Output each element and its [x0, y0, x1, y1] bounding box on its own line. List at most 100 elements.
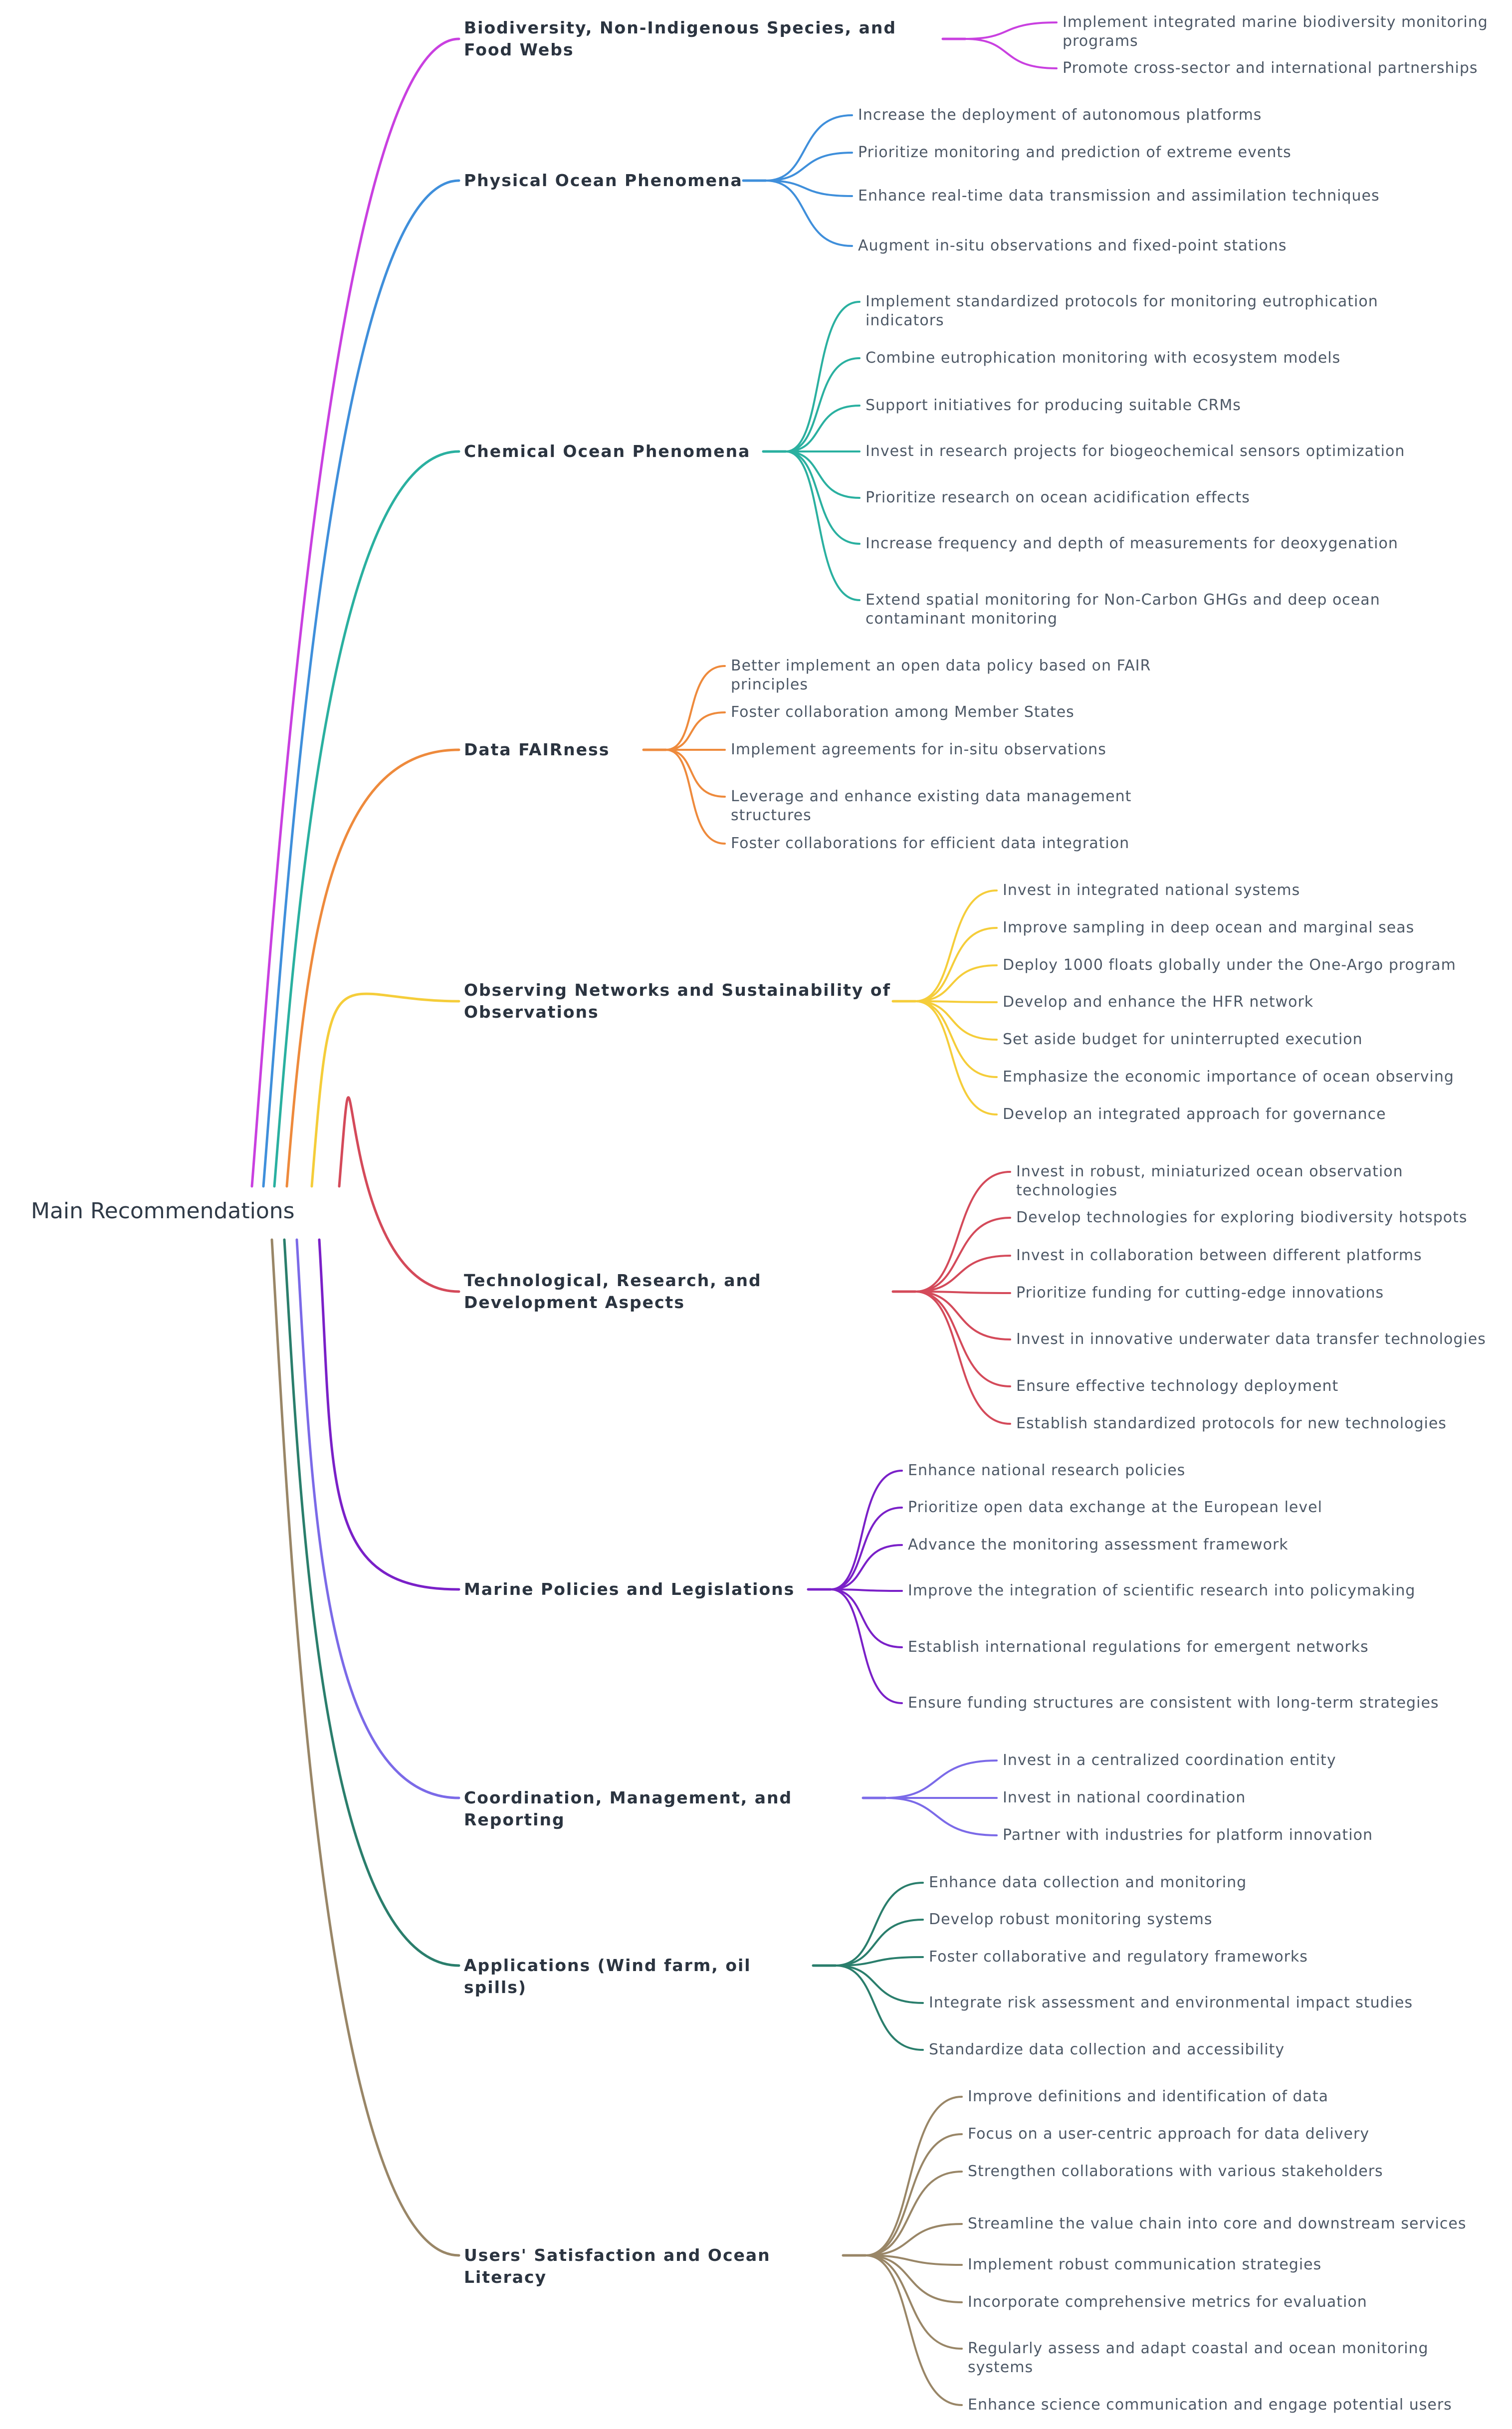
branch-connector [338, 1096, 460, 1293]
leaf-node[interactable]: Enhance data collection and monitoring [929, 1874, 1247, 1891]
leaf-node[interactable]: Develop and enhance the HFR network [1003, 993, 1314, 1011]
leaf-node[interactable]: Partner with industries for platform inn… [1003, 1826, 1373, 1844]
leaf-node[interactable]: Implement integrated marine biodiversity… [1063, 13, 1488, 50]
leaf-node[interactable]: Prioritize research on ocean acidificati… [865, 489, 1250, 506]
leaf-node[interactable]: Establish standardized protocols for new… [1016, 1415, 1447, 1432]
leaf-connector [830, 1544, 903, 1590]
leaf-node[interactable]: Enhance national research policies [908, 1462, 1186, 1479]
leaf-node[interactable]: Implement agreements for in-situ observa… [731, 741, 1106, 758]
leaf-connector [914, 1217, 1011, 1293]
leaf-node[interactable]: Standardize data collection and accessib… [929, 2041, 1285, 2058]
branch-connector [283, 1238, 460, 1967]
leaf-node[interactable]: Augment in-situ observations and fixed-p… [858, 237, 1287, 254]
branch-node[interactable]: Marine Policies and Legislations [464, 1579, 795, 1599]
leaf-connector [785, 450, 861, 545]
leaf-node[interactable]: Ensure funding structures are consistent… [908, 1694, 1439, 1712]
leaf-connector [864, 2254, 963, 2303]
leaf-node[interactable]: Strengthen collaborations with various s… [968, 2163, 1383, 2180]
leaf-node[interactable]: Foster collaboration among Member States [731, 703, 1075, 721]
leaf-node[interactable]: Invest in national coordination [1003, 1789, 1246, 1806]
leaf-node[interactable]: Prioritize funding for cutting-edge inno… [1016, 1284, 1384, 1302]
branch-connector [318, 1238, 460, 1591]
leaf-node[interactable]: Implement robust communication strategie… [968, 2256, 1322, 2273]
leaf-node[interactable]: Improve the integration of scientific re… [908, 1582, 1416, 1599]
leaf-node[interactable]: Incorporate comprehensive metrics for ev… [968, 2293, 1367, 2311]
leaf-node[interactable]: Prioritize monitoring and prediction of … [858, 144, 1292, 161]
leaf-node[interactable]: Foster collaborations for efficient data… [731, 835, 1130, 852]
leaf-node[interactable]: Improve definitions and identification o… [968, 2088, 1328, 2105]
leaf-connector [785, 301, 861, 452]
branch-connector [262, 179, 460, 1188]
leaf-connector [884, 1797, 998, 1836]
leaf-node[interactable]: Streamline the value chain into core and… [968, 2215, 1467, 2232]
leaf-node[interactable]: Invest in collaboration between differen… [1016, 1247, 1422, 1264]
branch-node[interactable]: Physical Ocean Phenomena [464, 171, 743, 190]
leaf-node[interactable]: Invest in robust, miniaturized ocean obs… [1016, 1163, 1403, 1199]
branch-connector [295, 1238, 460, 1799]
leaf-node[interactable]: Prioritize open data exchange at the Eur… [908, 1499, 1322, 1516]
leaf-connector [914, 1291, 1011, 1294]
leaf-connector [785, 405, 861, 452]
branch-node[interactable]: Chemical Ocean Phenomena [464, 442, 751, 461]
leaf-connector [835, 1882, 924, 1967]
leaf-node[interactable]: Increase the deployment of autonomous pl… [858, 106, 1262, 124]
leaf-node[interactable]: Invest in a centralized coordination ent… [1003, 1752, 1336, 1769]
branch-node[interactable]: Users' Satisfaction and Ocean Literacy [464, 2245, 771, 2287]
leaf-connector [864, 2133, 963, 2256]
leaf-connector [864, 2096, 963, 2256]
branch-node[interactable]: Technological, Research, and Development… [464, 1271, 762, 1312]
leaf-node[interactable]: Deploy 1000 floats globally under the On… [1003, 956, 1456, 974]
leaf-connector [914, 1291, 1011, 1387]
leaf-node[interactable]: Develop robust monitoring systems [929, 1911, 1213, 1928]
leaf-node[interactable]: Set aside budget for uninterrupted execu… [1003, 1031, 1363, 1048]
leaf-node[interactable]: Leverage and enhance existing data manag… [731, 788, 1132, 824]
leaf-node[interactable]: Promote cross-sector and international p… [1063, 59, 1478, 77]
branch-connector [285, 748, 460, 1188]
leaf-node[interactable]: Implement standardized protocols for mon… [865, 293, 1378, 329]
leaf-connector [964, 21, 1058, 40]
leaf-node[interactable]: Regularly assess and adapt coastal and o… [968, 2340, 1429, 2376]
branch-node[interactable]: Biodiversity, Non-Indigenous Species, an… [464, 18, 896, 59]
leaf-node[interactable]: Develop technologies for exploring biodi… [1016, 1209, 1468, 1226]
leaf-node[interactable]: Increase frequency and depth of measurem… [865, 535, 1398, 552]
branch-node[interactable]: Data FAIRness [464, 740, 610, 759]
leaf-node[interactable]: Focus on a user-centric approach for dat… [968, 2125, 1370, 2143]
leaf-connector [765, 114, 853, 182]
leaf-connector [665, 749, 726, 845]
leaf-node[interactable]: Enhance science communication and engage… [968, 2396, 1452, 2414]
branch-connector [273, 450, 460, 1188]
leaf-node[interactable]: Establish international regulations for … [908, 1638, 1369, 1656]
leaf-node[interactable]: Invest in innovative underwater data tra… [1016, 1330, 1486, 1348]
leaf-node[interactable]: Combine eutrophication monitoring with e… [865, 349, 1341, 367]
leaf-connector [914, 1000, 998, 1115]
branch-node[interactable]: Observing Networks and Sustainability of… [464, 980, 891, 1022]
leaf-connector [665, 711, 726, 751]
leaf-connector [914, 1255, 1011, 1293]
leaf-node[interactable]: Better implement an open data policy bas… [731, 657, 1151, 693]
leaf-connector [864, 2171, 963, 2256]
leaf-node[interactable]: Ensure effective technology deployment [1016, 1377, 1339, 1395]
leaf-node[interactable]: Improve sampling in deep ocean and margi… [1003, 919, 1415, 936]
leaf-node[interactable]: Invest in research projects for biogeoch… [865, 442, 1405, 460]
leaf-connector [785, 450, 861, 499]
leaf-connector [830, 1588, 903, 1592]
branch-node[interactable]: Coordination, Management, and Reporting [464, 1788, 793, 1829]
branch-node[interactable]: Applications (Wind farm, oil spills) [464, 1956, 751, 1997]
leaf-connector [864, 2223, 963, 2256]
branch-connector [250, 37, 460, 1188]
leaf-connector [914, 927, 998, 1002]
root-node[interactable]: Main Recommendations [31, 1198, 295, 1224]
leaf-node[interactable]: Support initiatives for producing suitab… [865, 397, 1241, 414]
leaf-node[interactable]: Develop an integrated approach for gover… [1003, 1105, 1386, 1123]
leaf-connector [914, 1000, 998, 1078]
leaf-node[interactable]: Advance the monitoring assessment framew… [908, 1536, 1289, 1553]
leaf-node[interactable]: Invest in integrated national systems [1003, 882, 1300, 899]
leaf-node[interactable]: Emphasize the economic importance of oce… [1003, 1068, 1454, 1086]
leaf-node[interactable]: Integrate risk assessment and environmen… [929, 1994, 1413, 2011]
leaf-node[interactable]: Foster collaborative and regulatory fram… [929, 1948, 1308, 1966]
leaf-node[interactable]: Extend spatial monitoring for Non-Carbon… [865, 591, 1380, 628]
leaf-node[interactable]: Enhance real-time data transmission and … [858, 187, 1380, 205]
leaf-connector [914, 1291, 1011, 1425]
